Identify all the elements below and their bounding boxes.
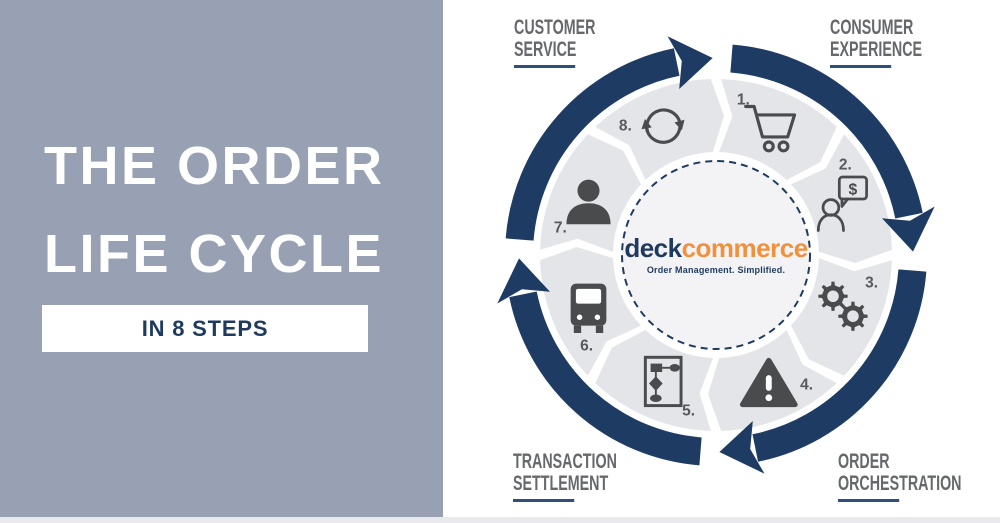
cycle-arrowhead-icon: [497, 258, 550, 304]
label-underline: [830, 65, 892, 68]
label-underline: [838, 499, 900, 502]
label-line: EXPERIENCE: [830, 37, 923, 61]
deckcommerce-logo: deckcommerce Order Management. Simplifie…: [622, 161, 810, 349]
step-number-6: 6.: [580, 338, 593, 355]
step-number-2: 2.: [839, 156, 852, 173]
workflow-icon: [643, 355, 683, 408]
label-line: ORCHESTRATION: [838, 471, 962, 495]
label-line: ORDER: [838, 450, 890, 473]
label-line: SETTLEMENT: [513, 471, 609, 495]
brand-tagline: Order Management. Simplified.: [646, 265, 786, 275]
returns-sync-icon: [641, 108, 685, 144]
shopping-cart-icon: [744, 104, 797, 153]
cycle-arrowhead-icon: [882, 206, 935, 252]
step-number-4: 4.: [800, 376, 813, 393]
label-underline: [513, 499, 575, 502]
label-consumer-experience: CONSUMER EXPERIENCE: [830, 17, 922, 68]
cycle-arrowhead-icon: [667, 36, 713, 89]
label-transaction-settlement: TRANSACTION SETTLEMENT: [513, 451, 617, 502]
brand-part-deck: deck: [624, 233, 682, 263]
wedge-step-8: [595, 79, 724, 180]
step-number-8: 8.: [619, 118, 632, 135]
cycle-arc: [730, 44, 923, 219]
wedge-step-1: [719, 79, 837, 180]
cycle-arc: [505, 48, 680, 241]
center-dashed-circle: [621, 160, 811, 350]
step-number-3: 3.: [865, 274, 878, 291]
label-line: TRANSACTION: [513, 450, 617, 473]
steps-count-badge: IN 8 STEPS: [42, 305, 368, 352]
delivery-truck-icon: [570, 283, 607, 333]
title-line-1: THE ORDER: [44, 136, 385, 196]
label-customer-service: CUSTOMER SERVICE: [514, 17, 595, 68]
step-number-5: 5.: [682, 403, 695, 420]
cycle-arc: [509, 291, 702, 466]
label-line: CUSTOMER: [514, 16, 596, 39]
page-title: THE ORDER LIFE CYCLE: [44, 122, 385, 298]
bottom-strip: [0, 517, 1000, 523]
customer-icon: [566, 179, 611, 225]
customer-payment-icon: $: [816, 175, 868, 232]
label-line: CONSUMER: [830, 16, 914, 39]
left-panel: THE ORDER LIFE CYCLE IN 8 STEPS: [0, 0, 443, 523]
cycle-arrowhead-icon: [719, 421, 765, 474]
label-order-orchestration: ORDER ORCHESTRATION: [838, 451, 961, 502]
label-line: SERVICE: [514, 37, 577, 61]
warning-icon: [739, 357, 798, 408]
cycle-arc: [752, 269, 927, 462]
step-number-7: 7.: [554, 220, 567, 237]
gears-icon: [818, 281, 868, 331]
step-number-1: 1.: [737, 91, 750, 108]
svg-text:$: $: [849, 181, 858, 198]
steps-count-label: IN 8 STEPS: [141, 315, 269, 341]
title-line-2: LIFE CYCLE: [44, 224, 385, 284]
brand-part-commerce: commerce: [681, 233, 809, 263]
brand-wordmark: deckcommerce: [624, 233, 809, 263]
label-underline: [514, 65, 576, 68]
